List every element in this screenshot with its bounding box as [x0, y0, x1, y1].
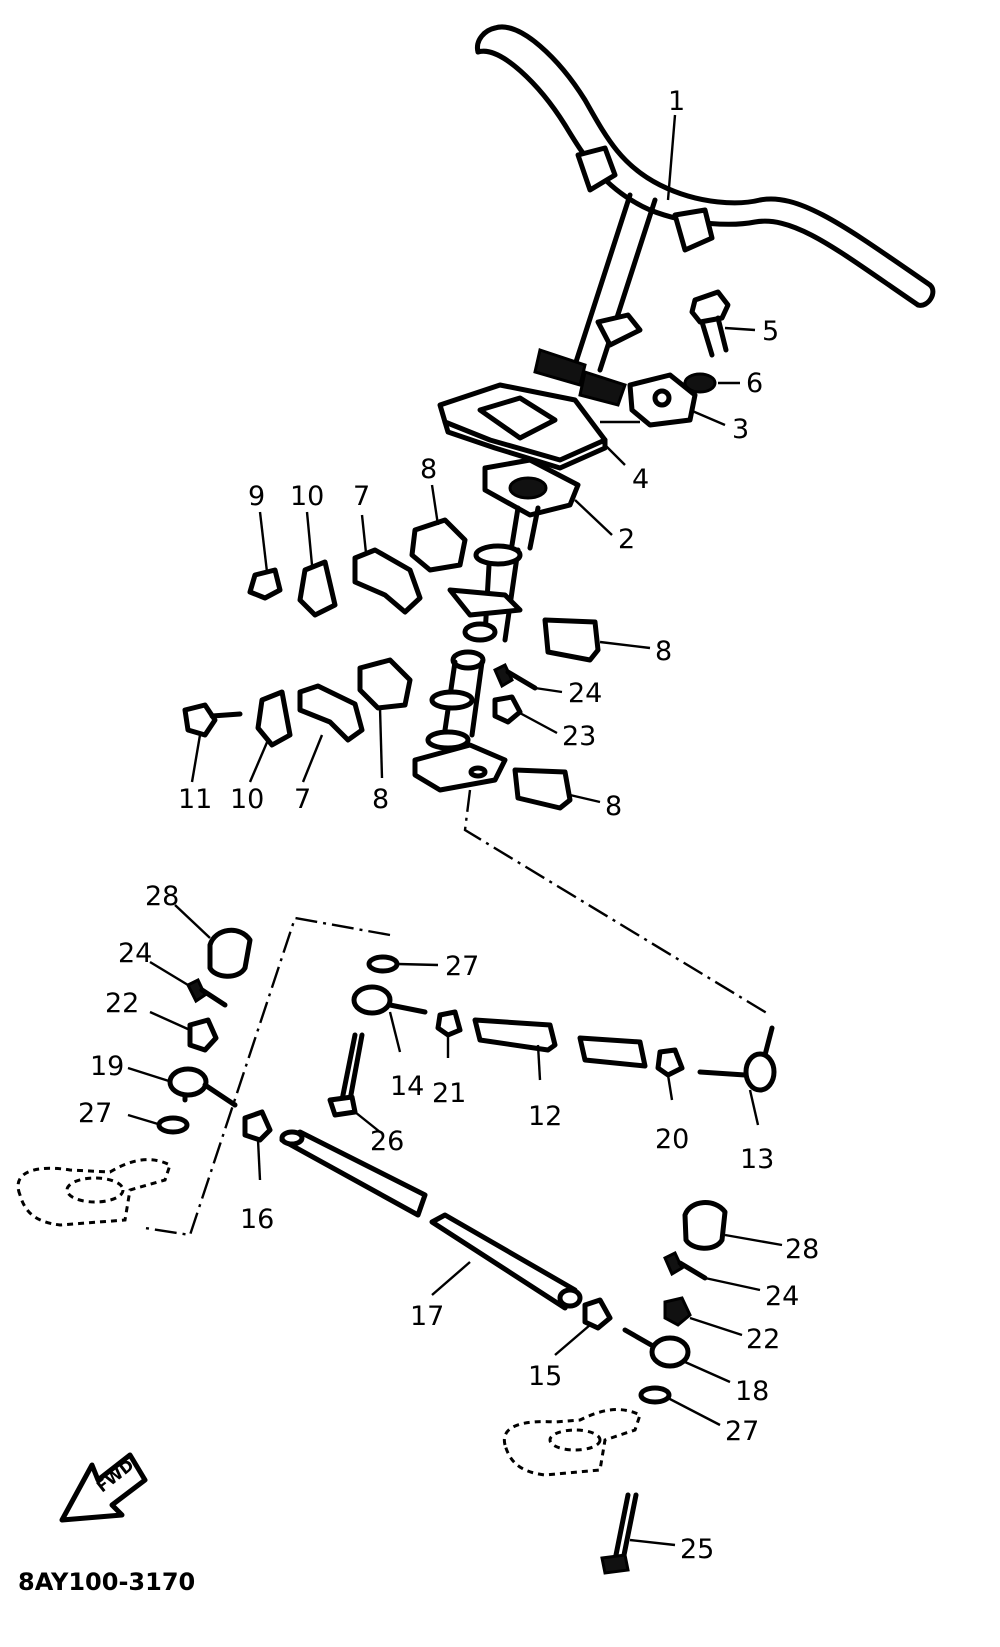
- frame-phantom-line: [144, 916, 391, 1237]
- rod-12: [472, 1017, 648, 1069]
- callout-14: 14: [390, 1071, 424, 1102]
- callout-5: 5: [762, 316, 779, 347]
- callout-27-left: 27: [78, 1098, 112, 1129]
- cap-28-left: [207, 928, 253, 979]
- leader-lines: [127, 114, 783, 1547]
- callout-21: 21: [432, 1078, 466, 1109]
- callout-24-right: 24: [765, 1281, 799, 1312]
- callout-2: 2: [618, 524, 635, 555]
- plate-4: [437, 382, 608, 471]
- callout-12: 12: [528, 1101, 562, 1132]
- callout-10-bottom: 10: [230, 784, 264, 815]
- nut-22-left: [187, 1017, 219, 1053]
- callout-24-top: 24: [568, 678, 602, 709]
- callout-18: 18: [735, 1376, 769, 1407]
- holder-3: [627, 372, 698, 428]
- bolt-24-left: [185, 977, 228, 1008]
- bolt-24-right: [663, 1250, 708, 1281]
- callout-15: 15: [528, 1361, 562, 1392]
- diagram-code: 8AY100-3170: [18, 1568, 195, 1596]
- nut-20: [655, 1047, 685, 1078]
- callout-1: 1: [668, 86, 685, 117]
- tie-rod-end-14: [351, 984, 428, 1016]
- callout-22-right: 22: [746, 1324, 780, 1355]
- nut-21: [435, 1009, 463, 1038]
- lower-clamp-parts: [182, 657, 573, 811]
- bolt-25: [600, 1492, 639, 1575]
- callout-13: 13: [740, 1144, 774, 1175]
- callout-labels: 1 5 6 3 4 2 8 9 10 7 8 24 23 11 10 7 8 8…: [78, 86, 819, 1565]
- rod-17: [429, 1212, 583, 1311]
- callout-7-top: 7: [353, 481, 370, 512]
- washer-27-right: [638, 1385, 672, 1405]
- callout-28-right: 28: [785, 1234, 819, 1265]
- callout-27-upper: 27: [445, 951, 479, 982]
- callout-17: 17: [410, 1301, 444, 1332]
- callout-8-right: 8: [605, 791, 622, 822]
- callout-7-bottom: 7: [294, 784, 311, 815]
- callout-20: 20: [655, 1124, 689, 1155]
- washer-27-left: [156, 1115, 190, 1135]
- callout-11: 11: [178, 784, 212, 815]
- callout-4: 4: [632, 464, 649, 495]
- cap-28-right: [682, 1200, 728, 1251]
- callout-8-top: 8: [420, 454, 437, 485]
- knuckle-left-dashed: [16, 1158, 172, 1227]
- forward-arrow-icon: FWD: [59, 1452, 148, 1523]
- bolt-24-upper: [493, 662, 538, 691]
- callout-25: 25: [680, 1534, 714, 1565]
- callout-3: 3: [732, 414, 749, 445]
- nut-15: [582, 1297, 613, 1331]
- handlebar: [474, 24, 936, 407]
- upper-clamp-parts: [247, 517, 601, 663]
- tie-rod-end-18: [622, 1327, 691, 1369]
- linkage-phantom-line: [463, 789, 771, 1017]
- bolt-26: [327, 1032, 365, 1118]
- callout-24-left: 24: [118, 938, 152, 969]
- lower-column: [412, 649, 508, 793]
- callout-28-left: 28: [145, 881, 179, 912]
- nut-16: [242, 1109, 273, 1143]
- callout-19: 19: [90, 1051, 124, 1082]
- tie-rod-end-13: [697, 1025, 777, 1093]
- bolt-5: [689, 289, 731, 358]
- washer-6: [683, 372, 717, 394]
- callout-26: 26: [370, 1126, 404, 1157]
- knuckle-right-dashed: [502, 1408, 642, 1477]
- tie-rod-end-19: [167, 1066, 238, 1108]
- callout-23: 23: [562, 721, 596, 752]
- callout-27-right: 27: [725, 1416, 759, 1447]
- callout-6: 6: [746, 368, 763, 399]
- callout-16: 16: [240, 1204, 274, 1235]
- callout-8-bottom: 8: [372, 784, 389, 815]
- washer-27-upper: [366, 954, 400, 974]
- tube-upper: [279, 1129, 428, 1218]
- callout-22-left: 22: [105, 988, 139, 1019]
- nut-22-right: [663, 1296, 692, 1327]
- nut-23: [492, 694, 523, 725]
- callout-9: 9: [248, 481, 265, 512]
- callout-10-top: 10: [290, 481, 324, 512]
- steering-column-2: [447, 457, 581, 643]
- callout-8-mid: 8: [655, 636, 672, 667]
